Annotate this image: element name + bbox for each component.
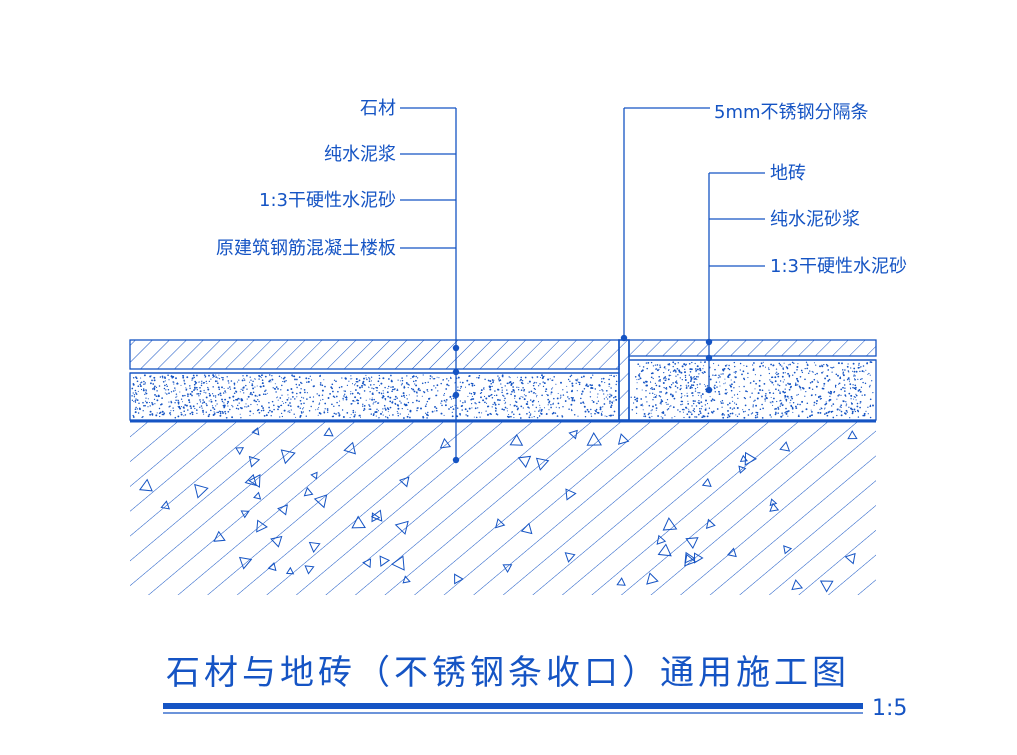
drawing-title: 石材与地砖（不锈钢条收口）通用施工图 (166, 653, 850, 693)
label-steel-strip: 5mm不锈钢分隔条 (714, 102, 869, 123)
stone-layer (129, 339, 620, 370)
label-dry-mortar-right: 1:3干硬性水泥砂 (770, 256, 907, 277)
right-leader (705, 172, 765, 394)
label-dry-mortar: 1:3干硬性水泥砂 (259, 190, 396, 211)
title-underline-thick (163, 703, 863, 709)
tile-layer (628, 339, 877, 357)
drawing-scale: 1:5 (872, 696, 907, 721)
label-cement-paste: 纯水泥浆 (324, 144, 396, 165)
mortar-layer-right (628, 359, 877, 421)
left-leader (400, 107, 460, 464)
label-concrete-slab: 原建筑钢筋混凝土楼板 (216, 238, 396, 259)
concrete-slab (130, 422, 876, 595)
label-cement-mortar-paste: 纯水泥砂浆 (770, 209, 860, 230)
mortar-layer-left (129, 372, 620, 421)
label-stone: 石材 (360, 98, 396, 119)
steel-divider-strip (618, 339, 630, 421)
label-floor-tile: 地砖 (770, 163, 806, 184)
divider-leader (620, 107, 710, 342)
